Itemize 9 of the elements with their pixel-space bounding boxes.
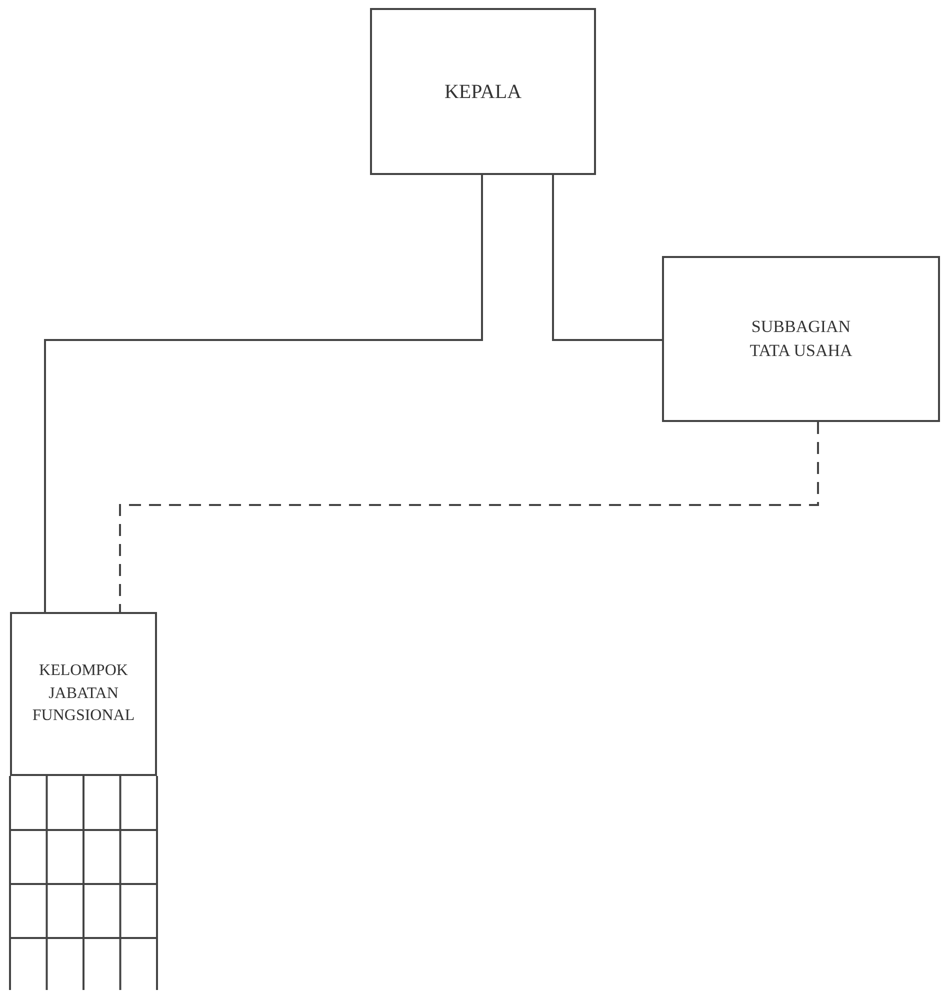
connector-line: [44, 175, 483, 612]
unit-name: SUBBAGIAN TATA USAHA: [748, 316, 854, 362]
connector-line: [552, 175, 662, 341]
unit-name: KEPALA: [444, 80, 522, 104]
org-unit-box: [370, 8, 596, 175]
org-unit-box: [662, 256, 940, 422]
org-unit-box: [10, 612, 157, 776]
dashed-connector: [119, 422, 819, 612]
unit-name: KELOMPOK JABATAN FUNGSIONAL: [31, 661, 136, 726]
